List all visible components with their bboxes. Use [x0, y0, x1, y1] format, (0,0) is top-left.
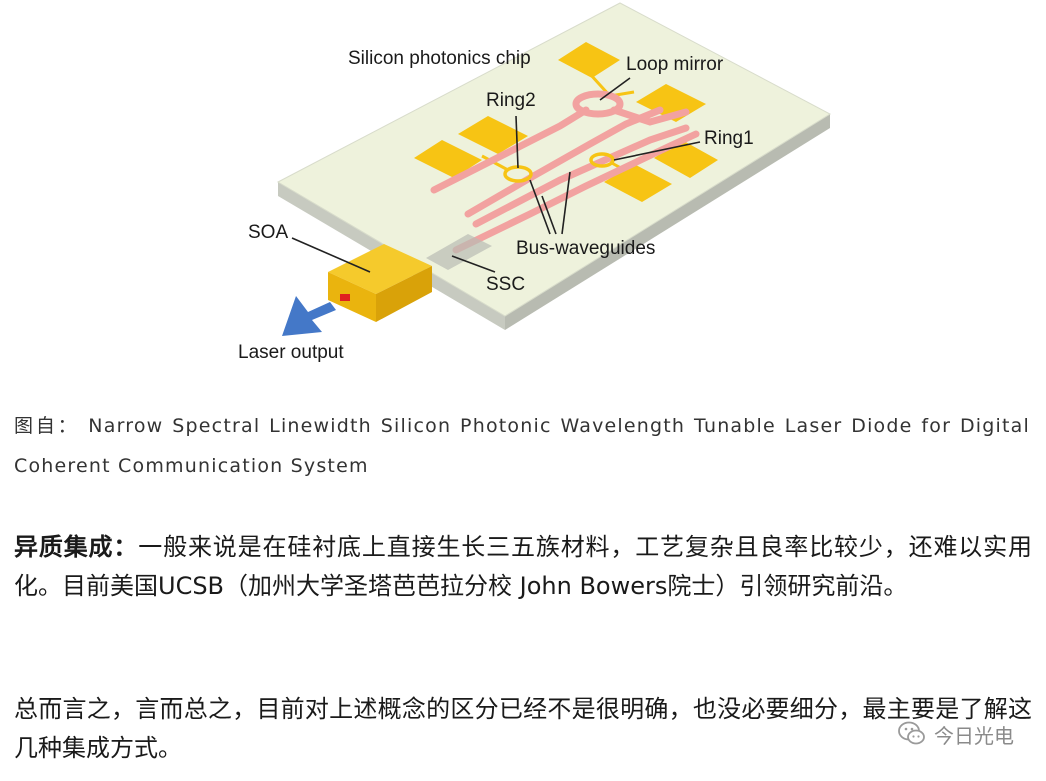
pad — [458, 116, 528, 154]
label-ring1: Ring1 — [704, 128, 754, 149]
laser-output-arrow — [282, 296, 336, 336]
waveguide-lower — [472, 124, 690, 228]
waveguide-output — [452, 130, 700, 254]
silicon-photonics-chip-figure: Silicon photonics chip Loop mirror Ring2… — [238, 2, 832, 363]
ssc-taper — [426, 234, 492, 270]
label-ssc: SSC — [486, 274, 525, 295]
label-laser-output: Laser output — [238, 342, 344, 363]
chip-side-right — [505, 114, 830, 330]
pad — [604, 164, 672, 202]
label-ring2: Ring2 — [486, 90, 536, 111]
ring1 — [589, 152, 615, 168]
paragraph-lead-term: 异质集成： — [14, 533, 139, 561]
waveguides — [430, 106, 700, 254]
loop-mirror-loop — [572, 90, 624, 118]
pad — [558, 42, 620, 78]
account-watermark: 今日光电 — [896, 718, 1014, 750]
wechat-icon — [898, 721, 925, 745]
leader-lines — [291, 77, 701, 273]
paragraph-body: 总而言之，言而总之，目前对上述概念的区分已经不是很明确，也没必要细分，最主要是了… — [14, 695, 1032, 762]
soa-top — [328, 244, 432, 294]
figure-caption: 图自： Narrow Spectral Linewidth Silicon Ph… — [14, 415, 1030, 477]
label-silicon-photonics-chip: Silicon photonics chip — [348, 48, 531, 69]
soa-front — [328, 272, 376, 322]
electrode-pads — [414, 42, 718, 202]
paragraph-summary: 总而言之，言而总之，目前对上述概念的区分已经不是很明确，也没必要细分，最主要是了… — [14, 690, 1032, 768]
waveguide-upper — [430, 106, 590, 194]
waveguide-cross — [610, 106, 690, 126]
soa-block — [328, 244, 432, 322]
soa-facet-red — [340, 294, 350, 301]
pad — [414, 140, 482, 178]
label-soa: SOA — [248, 222, 288, 243]
paragraph-heterogeneous-integration: 异质集成：一般来说是在硅衬底上直接生长三五族材料，工艺复杂且良率比较少，还难以实… — [14, 528, 1032, 606]
label-bus-waveguides: Bus-waveguides — [516, 238, 655, 259]
label-loop-mirror: Loop mirror — [626, 54, 724, 75]
soa-side — [376, 266, 432, 322]
paragraph-body: 一般来说是在硅衬底上直接生长三五族材料，工艺复杂且良率比较少，还难以实用化。目前… — [14, 533, 1032, 600]
watermark-text: 今日光电 — [934, 723, 1014, 748]
